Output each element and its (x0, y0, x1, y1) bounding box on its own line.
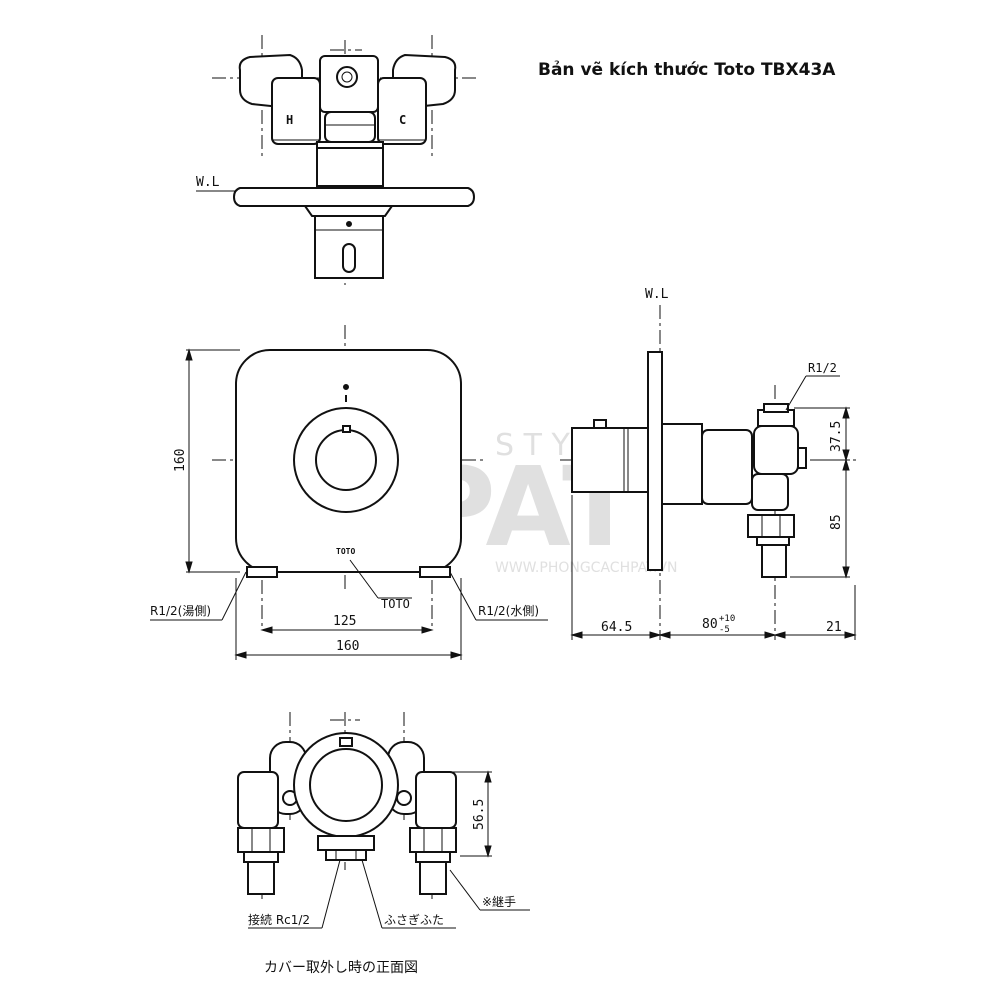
side-view: W.L R1/2 (560, 287, 860, 640)
hot-mark: H (286, 113, 293, 127)
toto-callout-label: TOTO (381, 597, 410, 611)
side-back-dim: 21 (826, 620, 842, 635)
front-brand-logo: TOTO (336, 547, 355, 556)
cold-mark: C (399, 113, 406, 127)
joint-label: ※継手 (482, 894, 516, 909)
drawing-title: Bản vẽ kích thước Toto TBX43A (538, 60, 836, 80)
side-vertical-dim: 85 (829, 514, 844, 530)
watermark-site: WWW.PHONGCACHPAT.VN (495, 560, 678, 576)
side-tol-plus: +10 (719, 614, 735, 624)
bottom-view: 56.5 接続 Rc1/2 ふさぎふた ※継手 カバー取外し時の正面図 (237, 712, 530, 976)
bottom-view-caption: カバー取外し時の正面図 (264, 960, 418, 976)
hot-inlet-label: R1/2(湯側) (150, 604, 211, 618)
connection-label: 接続 Rc1/2 (248, 912, 310, 927)
bottom-vertical-dim: 56.5 (472, 799, 487, 830)
side-water-line-label: W.L (645, 287, 669, 302)
inlet-spacing-dim: 125 (333, 614, 356, 629)
front-height-dim: 160 (173, 449, 188, 472)
side-front-dim: 64.5 (601, 620, 632, 635)
side-thread-label: R1/2 (808, 361, 837, 375)
side-tol-minus: -5 (719, 625, 730, 635)
front-view: TOTO 160 125 160 TOTO R1/2(湯側) (150, 325, 548, 660)
cap-label: ふさぎふた (384, 913, 444, 927)
cold-inlet-label: R1/2(水側) (478, 604, 539, 618)
side-depth-dim: 80 (702, 617, 718, 632)
side-top-dim: 37.5 (829, 421, 844, 452)
front-width-dim: 160 (336, 639, 359, 654)
top-view: H C W.L (196, 35, 478, 285)
top-water-line-label: W.L (196, 175, 220, 190)
